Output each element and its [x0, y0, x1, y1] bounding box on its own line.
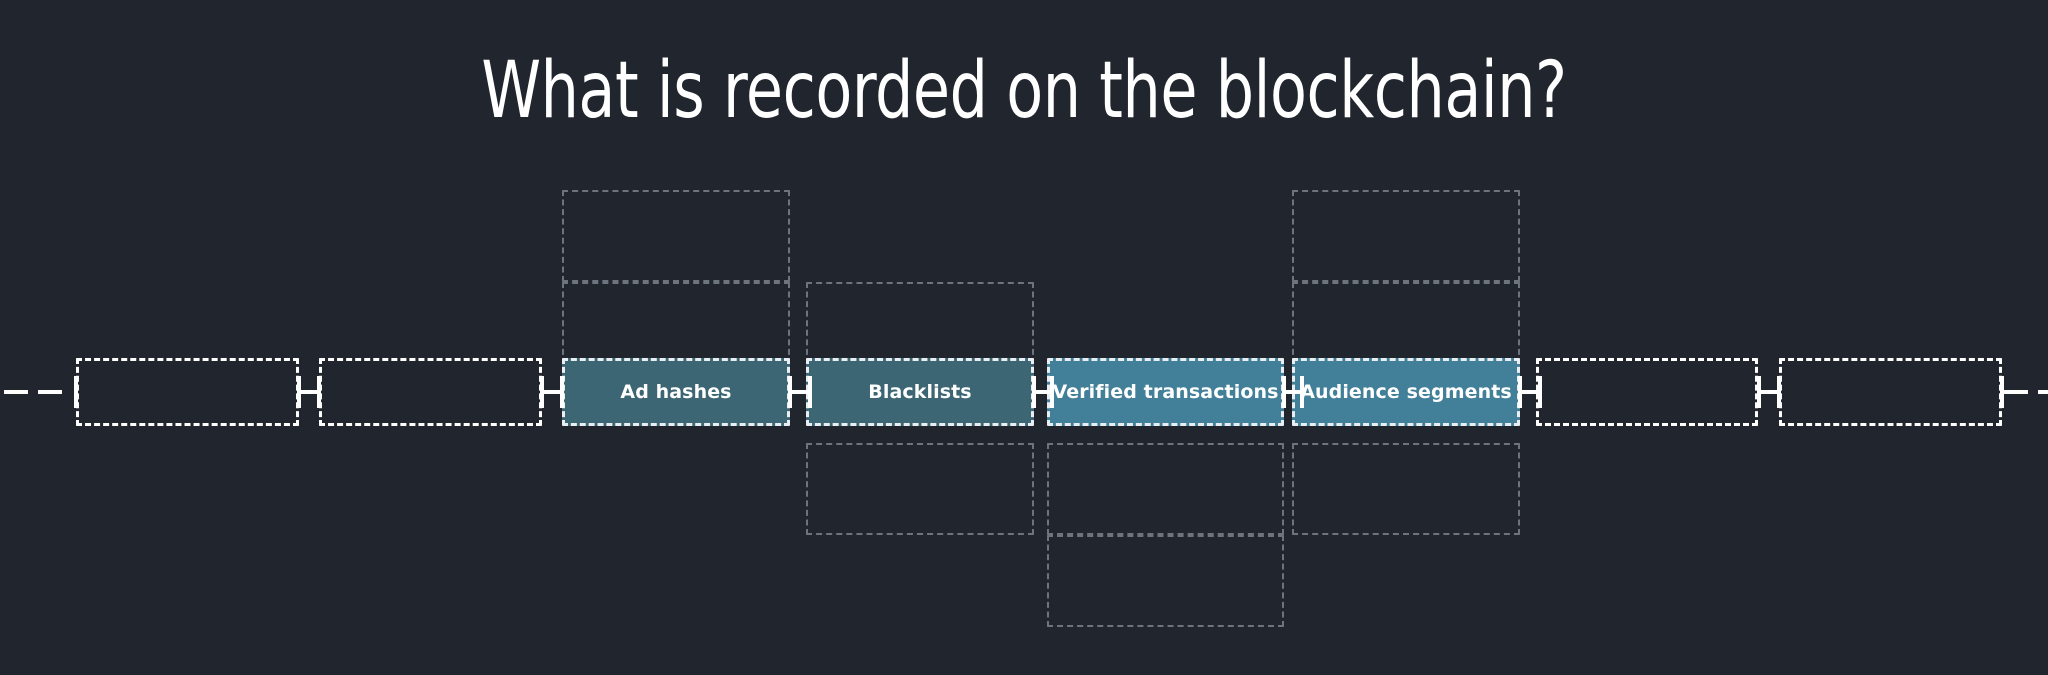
connector-cap-24	[2000, 376, 2004, 408]
connector-dash-4	[301, 390, 317, 394]
connector-cap-23	[1777, 376, 1781, 408]
connector-dash-7	[544, 390, 560, 394]
ghost-block-above-0-1	[1292, 190, 1520, 282]
connector-cap-8	[560, 376, 564, 408]
block-1[interactable]: Blacklists	[806, 358, 1034, 426]
block-label: Ad hashes	[620, 381, 732, 403]
block-label: Verified transactions	[1052, 381, 1279, 403]
block-0[interactable]: Ad hashes	[562, 358, 790, 426]
block-3[interactable]: Audience segments	[1292, 358, 1520, 426]
connector-dash-10	[792, 390, 808, 394]
connector-dash-19	[1522, 390, 1538, 394]
empty-block-slot-1	[319, 358, 542, 426]
connector-dash-26	[2038, 390, 2048, 394]
connector-cap-3	[297, 376, 301, 408]
empty-block-slot-2	[1536, 358, 1758, 426]
connector-dash-1	[38, 390, 62, 394]
connector-dash-13	[1036, 390, 1050, 394]
connector-dash-25	[2004, 390, 2028, 394]
connector-dash-22	[1761, 390, 1777, 394]
ghost-block-below-1-0	[1047, 535, 1284, 627]
connector-cap-15	[1282, 376, 1286, 408]
connector-dash-0	[4, 390, 28, 394]
connector-cap-18	[1518, 376, 1522, 408]
connector-cap-14	[1050, 376, 1054, 408]
ghost-block-below-0-2	[1292, 443, 1520, 535]
connector-cap-12	[1032, 376, 1036, 408]
block-label: Blacklists	[868, 381, 972, 403]
empty-block-slot-3	[1779, 358, 2002, 426]
connector-cap-20	[1538, 376, 1542, 408]
ghost-block-below-0-0	[806, 443, 1034, 535]
ghost-block-above-0-0	[562, 190, 790, 282]
connector-cap-9	[788, 376, 792, 408]
connector-dash-16	[1286, 390, 1300, 394]
connector-cap-21	[1757, 376, 1761, 408]
connector-cap-5	[317, 376, 321, 408]
page-title: What is recorded on the blockchain?	[481, 46, 1567, 136]
connector-cap-11	[808, 376, 812, 408]
block-label: Audience segments	[1300, 381, 1512, 403]
connector-cap-17	[1300, 376, 1304, 408]
empty-block-slot-0	[76, 358, 299, 426]
connector-cap-6	[540, 376, 544, 408]
connector-cap-2	[74, 376, 78, 408]
block-2[interactable]: Verified transactions	[1047, 358, 1284, 426]
ghost-block-below-0-1	[1047, 443, 1284, 535]
